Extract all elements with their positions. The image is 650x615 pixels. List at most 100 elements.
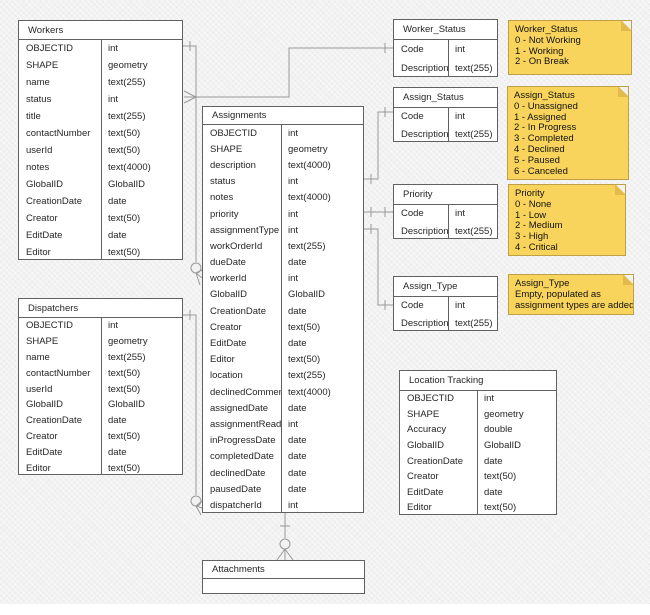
field-type: GlobalID (288, 289, 325, 301)
field-name: SHAPE (210, 143, 243, 155)
field-type: text(255) (288, 240, 326, 252)
field-name: CreationDate (210, 305, 266, 317)
note-line: 0 - None (515, 198, 552, 210)
field-name: OBJECTID (26, 320, 73, 332)
note-line: 3 - High (515, 231, 549, 243)
table-attachments[interactable]: Attachments (202, 560, 365, 594)
field-type: text(255) (455, 225, 493, 237)
table-row: location text(255) (203, 368, 363, 384)
field-name: location (210, 370, 243, 382)
note-line: 1 - Working (515, 45, 564, 57)
field-name: EditDate (26, 446, 63, 458)
edge-dispatchers-assignments[interactable] (183, 310, 203, 516)
field-name: userId (26, 383, 53, 395)
field-type: text(255) (288, 370, 326, 382)
field-name: EditDate (26, 230, 63, 241)
field-name: Code (401, 208, 424, 220)
edge-assignments-priority[interactable] (364, 207, 393, 217)
field-type: date (108, 230, 127, 241)
note-line: 1 - Assigned (514, 111, 567, 123)
column-divider (477, 391, 478, 514)
table-row: Creator text(50) (203, 319, 363, 335)
field-name: declinedDate (210, 467, 266, 479)
field-type: text(50) (288, 354, 321, 366)
column-divider (448, 40, 449, 76)
field-type: int (484, 393, 495, 405)
edge-assignments-assignstatus[interactable] (364, 107, 393, 184)
field-type: int (455, 208, 466, 220)
field-name: userId (26, 145, 53, 156)
table-row: EditDate date (19, 444, 182, 460)
field-name: Creator (407, 471, 439, 483)
note-line: Empty, populated as (515, 288, 601, 300)
edge-workers-assignments[interactable] (183, 41, 203, 286)
edge-assignments-attachments[interactable] (276, 513, 294, 561)
note-fold-icon (615, 185, 625, 195)
note-line: 0 - Unassigned (514, 100, 578, 112)
table-title: Worker_Status (403, 24, 466, 35)
field-name: GlobalID (26, 399, 63, 411)
canvas-bottom-strip (0, 604, 650, 615)
field-type: int (288, 208, 299, 220)
field-name: Accuracy (407, 424, 447, 436)
table-row: GlobalID GlobalID (19, 397, 182, 413)
field-name: completedDate (210, 451, 274, 463)
field-type: date (288, 402, 307, 414)
note-fold-icon (621, 21, 631, 31)
field-type: int (455, 44, 466, 55)
table-title: Dispatchers (28, 302, 79, 314)
edge-workers-workerstatus[interactable] (183, 43, 393, 104)
field-name: Editor (407, 502, 432, 514)
field-type: text(50) (288, 321, 321, 333)
field-name: Description (401, 317, 448, 329)
column-divider (448, 297, 449, 330)
field-name: CreationDate (26, 415, 82, 427)
edge-assignments-assigntype[interactable] (364, 224, 393, 310)
field-name: GlobalID (407, 440, 444, 452)
field-type: date (108, 446, 127, 458)
note-line: 3 - Completed (514, 133, 574, 145)
field-name: description (210, 159, 256, 171)
column-divider (448, 205, 449, 238)
field-type: text(4000) (288, 386, 331, 398)
field-name: SHAPE (26, 60, 59, 71)
field-name: title (26, 111, 41, 122)
note-fold-icon (623, 275, 633, 285)
field-name: SHAPE (407, 408, 440, 420)
field-name: Creator (210, 321, 242, 333)
note-line: 5 - Paused (514, 154, 560, 166)
field-type: GlobalID (108, 399, 145, 411)
field-name: OBJECTID (26, 43, 73, 54)
